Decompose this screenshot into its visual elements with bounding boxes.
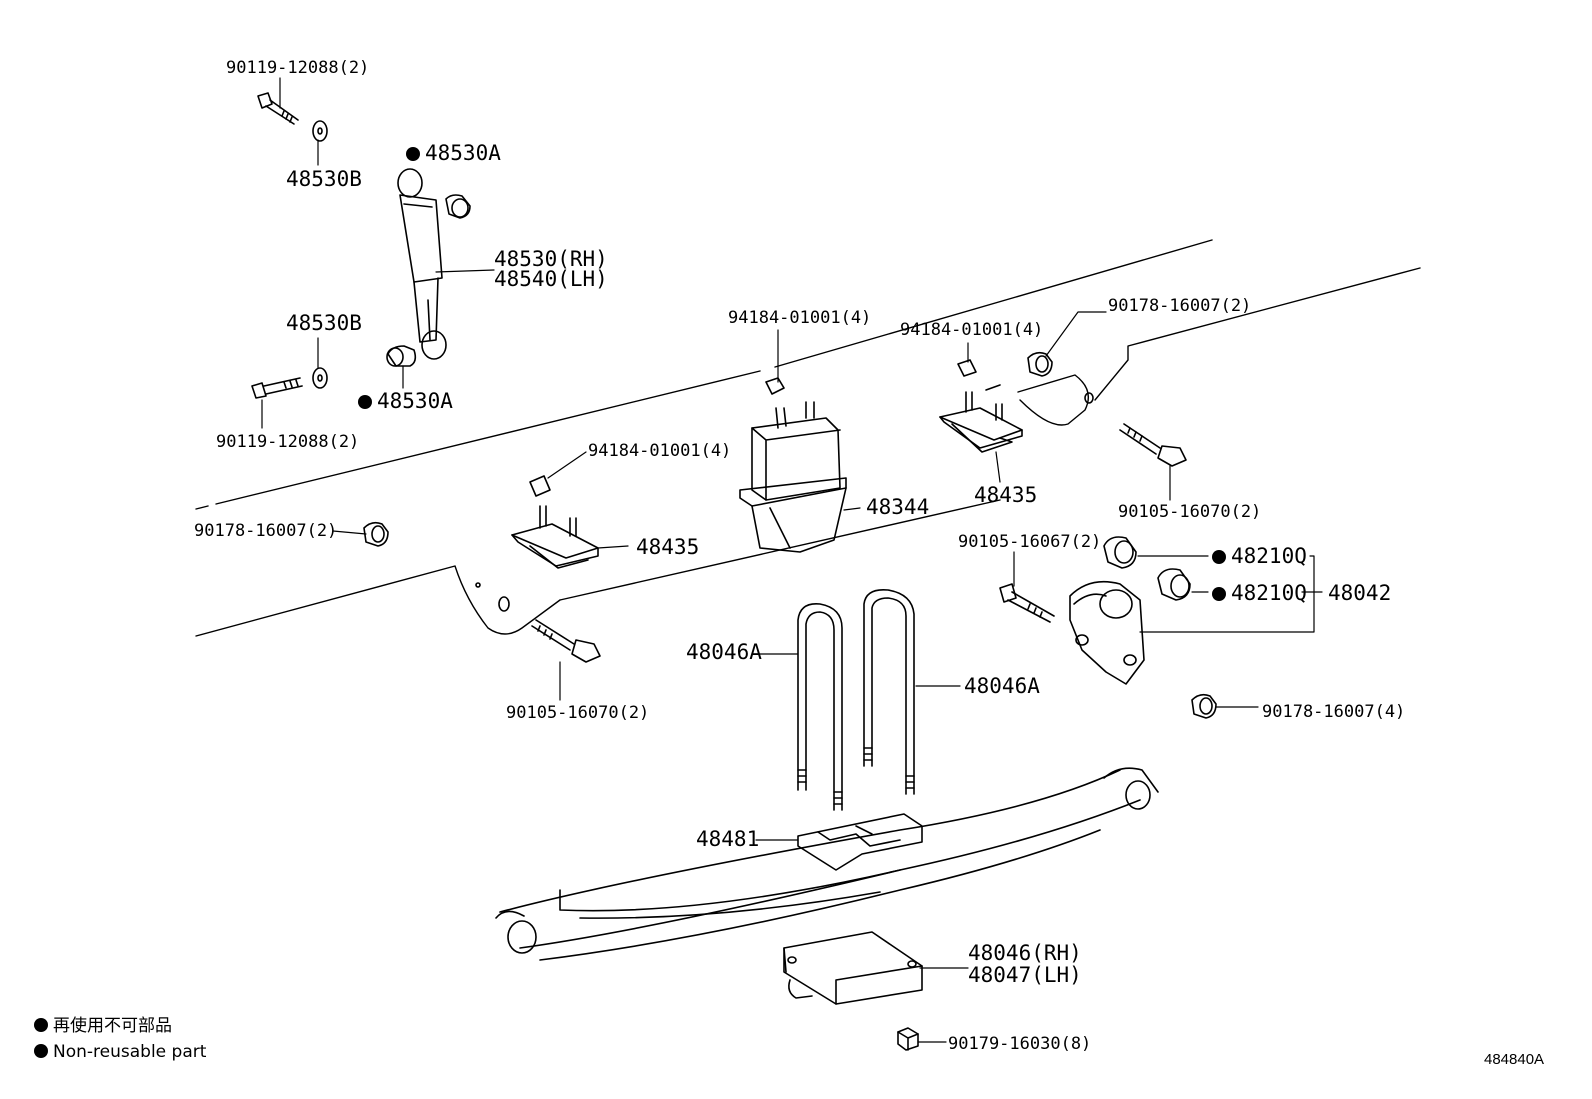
diagram-code: 484840A — [1484, 1051, 1545, 1068]
u-bolt-left — [797, 603, 843, 811]
label-nut-bracket-right: 94184-01001(4) — [900, 320, 1044, 340]
bracket-right — [939, 359, 1023, 453]
label-shackle-bushing-a: 48210Q — [1212, 545, 1307, 567]
u-bolt-nut — [897, 1027, 919, 1051]
label-bracket-right: 48435 — [974, 483, 1038, 507]
label-spring-rh: 48046(RH) — [968, 941, 1082, 965]
label-shackle: 48042 — [1328, 581, 1392, 605]
label-bolt-shackle: 90105-16067(2) — [958, 532, 1102, 552]
spring-pad — [797, 813, 923, 871]
spring-seat — [783, 931, 923, 1005]
washer-bottom — [312, 367, 328, 389]
bolt-left — [531, 619, 601, 663]
frame-nut-left — [363, 521, 389, 547]
shock-bolt-top — [257, 92, 299, 125]
legend-english: Non-reusable part — [34, 1042, 206, 1062]
legend-japanese: 再使用不可部品 — [34, 1016, 172, 1036]
label-bushing-bottom: 48530A — [358, 390, 453, 412]
frame-nut-top — [1027, 351, 1053, 377]
leader-lines — [261, 77, 1323, 1043]
label-ubolt-left: 48046A — [686, 640, 762, 664]
shock-bolt-bottom — [251, 377, 303, 399]
bump-stopper — [739, 377, 847, 553]
u-bolt-right — [863, 588, 915, 795]
shackle-bushing-a — [1103, 536, 1137, 569]
label-nut-frame-top: 90178-16007(2) — [1108, 296, 1252, 316]
shock-bushing-top — [445, 194, 471, 219]
label-ubolt-nut: 90179-16030(8) — [948, 1034, 1092, 1054]
label-nut-frame-left: 90178-16007(2) — [194, 521, 338, 541]
label-nut-bumper: 94184-01001(4) — [728, 308, 872, 328]
label-washer-bottom: 48530B — [286, 311, 362, 335]
label-shock-bolt-bottom: 90119-12088(2) — [216, 432, 360, 452]
spring-shackle — [1069, 580, 1145, 685]
washer-top — [312, 120, 328, 142]
label-nut-bracket-left: 94184-01001(4) — [588, 441, 732, 461]
label-shock-rh: 48530(RH) — [494, 247, 608, 271]
label-shock-bolt-top: 90119-12088(2) — [226, 58, 370, 78]
bolt-shackle — [999, 583, 1055, 623]
label-bushing-top: 48530A — [406, 142, 501, 164]
label-bracket-left: 48435 — [636, 535, 700, 559]
bolt-right — [1119, 423, 1187, 467]
label-spring-pad: 48481 — [696, 827, 760, 851]
label-bumper: 48344 — [866, 495, 930, 519]
label-spring-lh: 48047(LH) — [968, 963, 1082, 987]
bracket-left — [511, 475, 599, 569]
label-shackle-bushing-b: 48210Q — [1212, 582, 1307, 604]
shackle-nut — [1191, 693, 1217, 719]
label-nut-shackle: 90178-16007(4) — [1262, 702, 1406, 722]
shock-bushing-bottom — [386, 345, 417, 367]
label-washer-top: 48530B — [286, 167, 362, 191]
label-bolt-left: 90105-16070(2) — [506, 703, 650, 723]
label-ubolt-right: 48046A — [964, 674, 1040, 698]
label-bolt-right: 90105-16070(2) — [1118, 502, 1262, 522]
shock-absorber — [397, 168, 447, 360]
leaf-spring — [495, 767, 1159, 961]
shackle-bushing-b — [1157, 568, 1191, 601]
label-shock-lh: 48540(LH) — [494, 267, 608, 291]
